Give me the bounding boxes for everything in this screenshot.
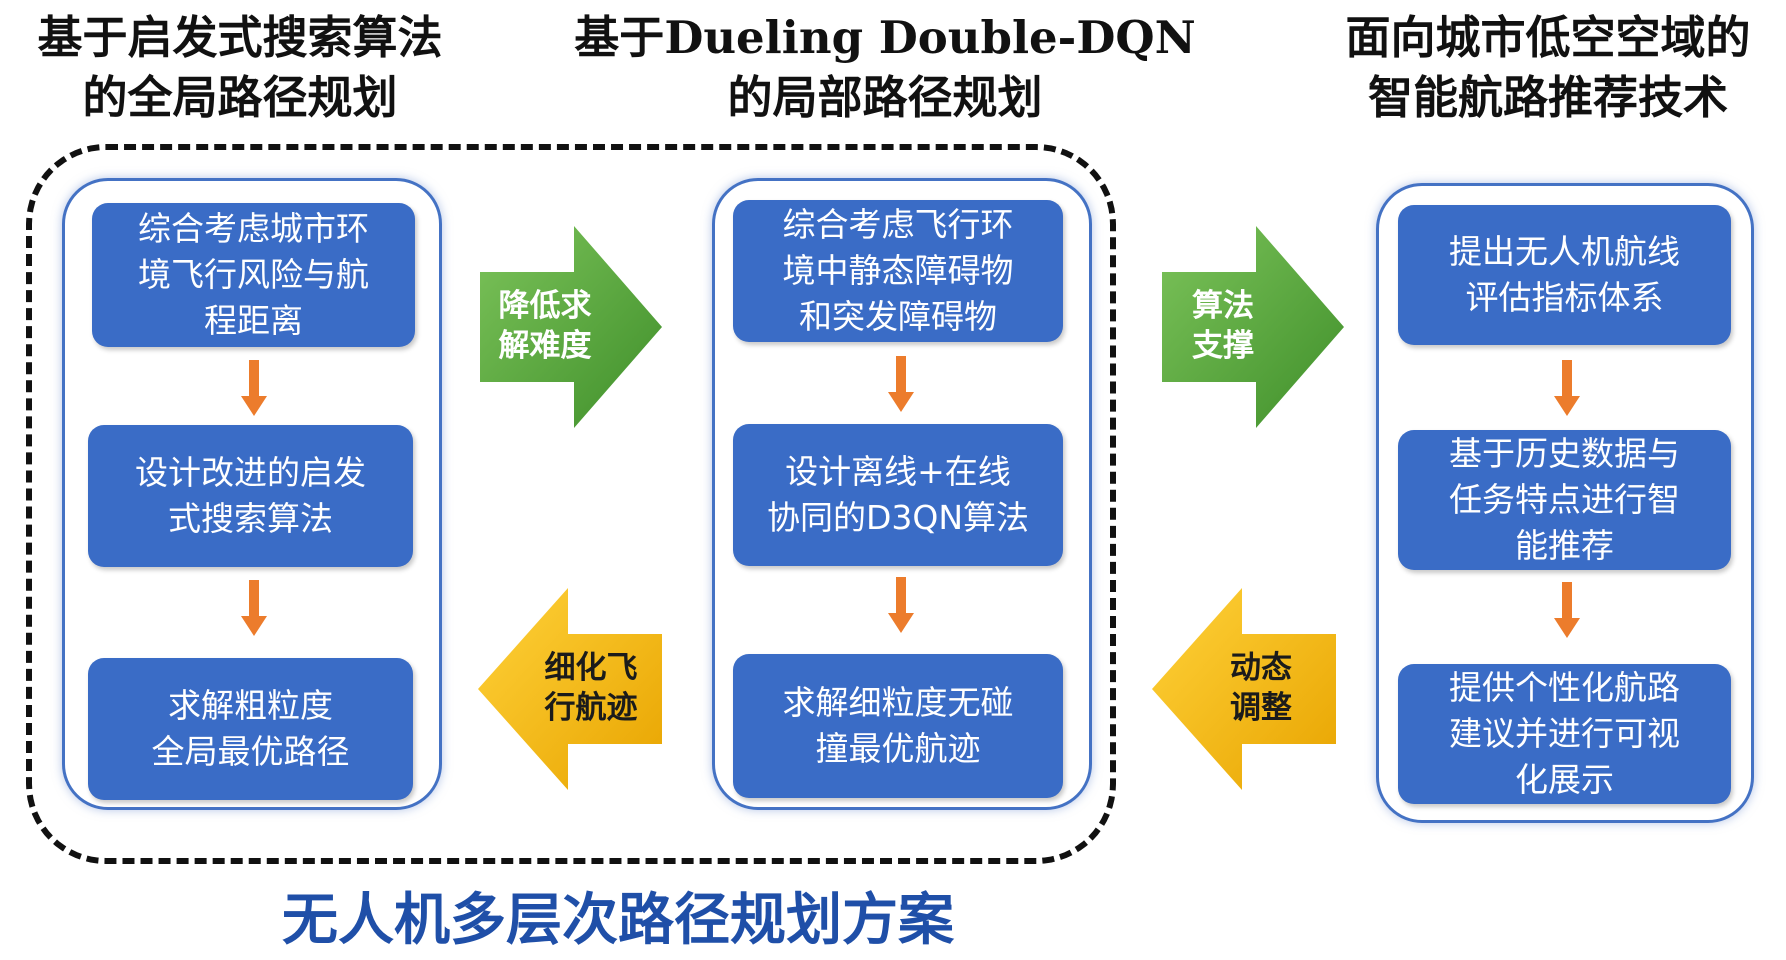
- box-middle-2-line1: 设计离线+在线: [785, 452, 1011, 491]
- box-right-1: 提出无人机航线 评估指标体系: [1398, 205, 1731, 345]
- yellow-arrow-1-line1: 细化飞: [544, 650, 638, 686]
- box-left-2-line1: 设计改进的启发: [135, 453, 366, 492]
- down-arrow-right-2: [1554, 582, 1580, 638]
- yellow-arrow-2-line1: 动态: [1230, 650, 1292, 686]
- green-arrow-2-line1: 算法: [1192, 288, 1254, 324]
- heading-middle-line2: 的局部路径规划: [727, 71, 1043, 124]
- dashed-group-frame: [26, 144, 1116, 864]
- box-middle-2-line2: 协同的D3QN算法: [766, 498, 1030, 537]
- heading-local-path-planning: 基于Dueling Double-DQN 的局部路径规划: [560, 8, 1210, 128]
- box-left-1: 综合考虑城市环 境飞行风险与航 程距离: [92, 203, 415, 347]
- green-arrow-left-to-middle: [480, 226, 662, 428]
- heading-route-recommendation: 面向城市低空空域的 智能航路推荐技术: [1310, 8, 1786, 128]
- box-right-3-line3: 化展示: [1515, 760, 1614, 799]
- heading-left-line2: 的全局路径规划: [82, 71, 398, 124]
- box-middle-1: 综合考虑飞行环 境中静态障碍物 和突发障碍物: [733, 200, 1063, 342]
- diagram-footer-title: 无人机多层次路径规划方案: [282, 888, 954, 953]
- box-right-3-line1: 提供个性化航路: [1449, 668, 1680, 707]
- box-right-2-line1: 基于历史数据与: [1449, 434, 1680, 473]
- box-right-2-line3: 能推荐: [1515, 526, 1614, 565]
- box-middle-1-line3: 和突发障碍物: [799, 297, 997, 336]
- heading-global-path-planning: 基于启发式搜索算法 的全局路径规划: [0, 8, 480, 128]
- green-arrow-2-line2: 支撑: [1192, 328, 1254, 364]
- box-left-1-line3: 程距离: [204, 301, 303, 340]
- box-right-3: 提供个性化航路 建议并进行可视 化展示: [1398, 664, 1731, 804]
- box-left-2-line2: 式搜索算法: [168, 499, 333, 538]
- yellow-arrow-1-line2: 行航迹: [544, 690, 638, 726]
- heading-middle-latin: Dueling Double-DQN: [664, 11, 1196, 64]
- heading-right-line1: 面向城市低空空域的: [1345, 11, 1751, 64]
- box-right-1-line2: 评估指标体系: [1465, 278, 1664, 317]
- heading-right-line2: 智能航路推荐技术: [1367, 71, 1728, 124]
- box-left-1-line2: 境飞行风险与航: [138, 255, 369, 294]
- green-arrow-2-label: 算法 支撑: [1168, 286, 1278, 366]
- box-left-1-line1: 综合考虑城市环: [138, 209, 369, 248]
- heading-middle-line1: 基于Dueling Double-DQN: [560, 8, 1210, 68]
- box-middle-1-line1: 综合考虑飞行环: [782, 205, 1014, 244]
- down-arrow-right-1: [1554, 360, 1580, 416]
- box-right-1-line1: 提出无人机航线: [1449, 232, 1680, 271]
- box-right-2-line2: 任务特点进行智: [1449, 480, 1680, 519]
- green-arrow-1-line2: 解难度: [498, 328, 592, 364]
- box-left-3-line1: 求解粗粒度: [168, 686, 333, 725]
- heading-left-line1: 基于启发式搜索算法: [37, 11, 443, 64]
- box-middle-1-line2: 境中静态障碍物: [782, 251, 1014, 290]
- yellow-arrow-middle-to-left: [478, 588, 662, 790]
- heading-middle-prefix: 基于: [574, 11, 665, 64]
- green-arrow-1-line1: 降低求: [498, 288, 592, 324]
- box-middle-3-line1: 求解细粒度无碰: [782, 683, 1014, 722]
- box-middle-3-line2: 撞最优航迹: [815, 729, 981, 768]
- box-left-3: 求解粗粒度 全局最优路径: [88, 658, 413, 800]
- yellow-arrow-2-line2: 调整: [1230, 690, 1292, 726]
- down-arrow-middle-1: [888, 356, 914, 412]
- green-arrow-middle-to-right: [1162, 226, 1344, 428]
- down-arrow-middle-2: [888, 577, 914, 633]
- box-right-2: 基于历史数据与 任务特点进行智 能推荐: [1398, 430, 1731, 570]
- box-left-2: 设计改进的启发 式搜索算法: [88, 425, 413, 567]
- yellow-arrow-2-label: 动态 调整: [1206, 648, 1316, 728]
- yellow-arrow-right-to-middle: [1152, 588, 1336, 790]
- box-left-3-line2: 全局最优路径: [151, 732, 350, 771]
- green-arrow-1-label: 降低求 解难度: [480, 286, 610, 366]
- box-right-3-line2: 建议并进行可视: [1449, 714, 1680, 753]
- box-middle-3: 求解细粒度无碰 撞最优航迹: [733, 654, 1063, 798]
- box-middle-2: 设计离线+在线 协同的D3QN算法: [733, 424, 1063, 566]
- yellow-arrow-1-label: 细化飞 行航迹: [526, 648, 656, 728]
- down-arrow-left-1: [241, 360, 267, 416]
- down-arrow-left-2: [241, 580, 267, 636]
